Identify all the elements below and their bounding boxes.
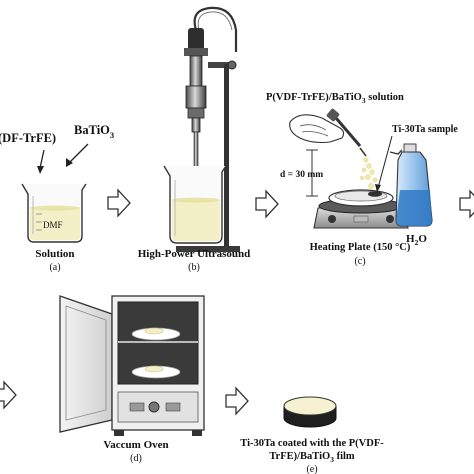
solution-label: Solution <box>35 248 74 260</box>
flow-arrow-b-c <box>255 189 279 219</box>
step-c-heating: P(VDF-TrFE)/BaTiO3 solution d = 30 mm <box>266 92 458 267</box>
step-e-result: Ti-30Ta coated with the P(VDF- TrFE)/BaT… <box>240 396 384 474</box>
water-label: H2O <box>406 233 427 247</box>
flow-arrow-d-e <box>225 386 249 416</box>
solution-beaker: DMF <box>21 183 87 243</box>
step-d-label: (d) <box>130 453 142 464</box>
stand-base <box>176 246 240 252</box>
distance-label: d = 30 mm <box>280 170 323 180</box>
flow-arrow-prev-d <box>0 380 17 410</box>
solution-liquid <box>30 208 80 240</box>
spray-gun <box>289 108 367 157</box>
batio3-label: BaTiO3 <box>74 123 114 140</box>
oven-door <box>59 295 113 433</box>
result-line-2: TrFE)/BaTiO3 film <box>269 451 355 464</box>
hot-plate <box>313 189 409 229</box>
ultrasound-beaker <box>163 165 227 244</box>
oven-dial <box>148 401 160 413</box>
batio3-arrowhead <box>66 158 73 167</box>
sample-pointer <box>377 135 393 189</box>
horn-upper <box>189 55 203 87</box>
hand-outline <box>289 114 345 144</box>
batio3-pointer-arrow <box>69 143 89 163</box>
sample-label: Ti-30Ta sample <box>392 124 458 135</box>
polymer-arrowhead <box>37 166 44 174</box>
step-b-ultrasound: High-Power Ultrasound (b) <box>138 6 251 273</box>
horn-middle <box>185 85 207 109</box>
dmf-label: DMF <box>43 220 63 230</box>
coated-disc-top <box>283 396 337 416</box>
knob-left <box>328 215 336 223</box>
polymer-label: (DF-TrFE) <box>0 131 56 145</box>
ti-sample-disc <box>368 191 382 197</box>
step-d-oven: Vaccum Oven (d) <box>59 295 205 464</box>
polymer-pointer-arrow <box>39 149 45 169</box>
ultrasound-cable <box>193 6 238 52</box>
ultrasound-label: High-Power Ultrasound <box>138 248 251 260</box>
stand-clamp <box>208 62 232 68</box>
flow-arrow-a-b <box>107 188 131 218</box>
stand-rod <box>224 64 229 248</box>
knob-right <box>386 215 394 223</box>
ultrasound-liquid <box>172 200 220 241</box>
spray-solution-label: P(VDF-TrFE)/BaTiO3 solution <box>266 92 404 105</box>
step-e-label: (e) <box>306 464 317 474</box>
step-b-label: (b) <box>188 262 200 273</box>
transducer-head <box>188 28 204 50</box>
step-a-label: (a) <box>49 262 60 273</box>
wash-bottle <box>389 143 433 227</box>
oven-label: Vaccum Oven <box>103 439 168 451</box>
step-c-label: (c) <box>354 256 365 267</box>
result-line-1: Ti-30Ta coated with the P(VDF- <box>240 438 384 449</box>
step-a-solution: (DF-TrFE) BaTiO3 DMF Solution (a) <box>0 123 114 273</box>
flow-arrow-c-next <box>459 189 474 219</box>
heating-label: Heating Plate (150 °C) <box>310 242 411 253</box>
